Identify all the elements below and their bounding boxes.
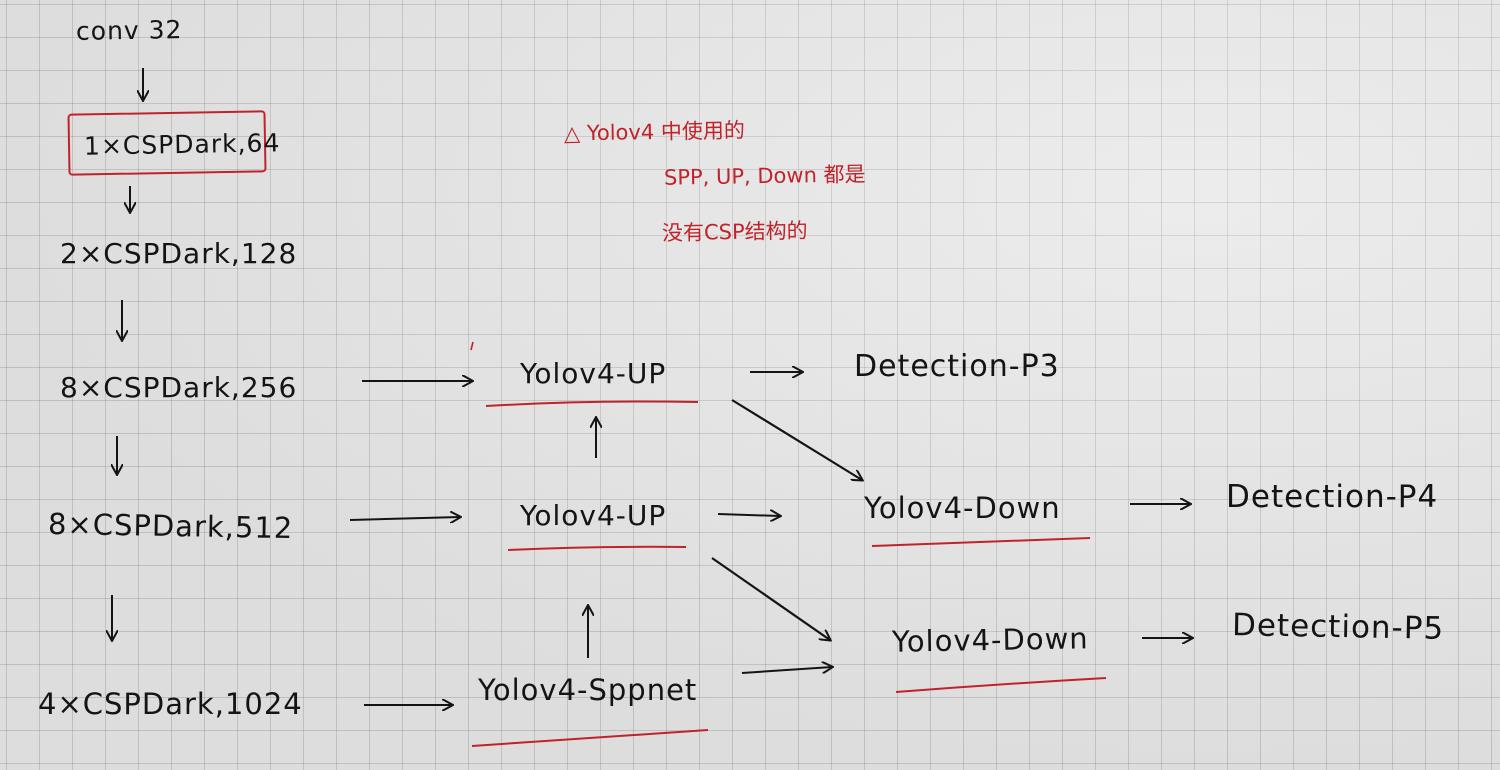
stage2-label: 2×CSPDark,128 [60, 237, 298, 270]
underline-sppnet [471, 729, 709, 747]
stage4-label: 8×CSPDark,512 [47, 506, 294, 546]
detection-p4-label: Detection-P4 [1226, 479, 1439, 515]
arrow-stage4-to-up-mid [349, 517, 460, 520]
note-line-2: SPP, UP, Down 都是 [663, 162, 866, 190]
note-line-1: △ Yolov4 中使用的 [563, 118, 746, 146]
arrow-up-mid-to-down-mid [717, 514, 780, 516]
sppnet-label: Yolov4-Sppnet [478, 673, 698, 707]
down-bottom-label: Yolov4-Down [891, 621, 1089, 659]
stage5-label: 4×CSPDark,1024 [38, 687, 303, 721]
underline-down-mid [871, 537, 1091, 547]
underline-down-bottom [895, 677, 1107, 693]
up-top-label: Yolov4-UP [520, 357, 667, 390]
arrow-sppnet-to-down-bottom [741, 667, 832, 674]
underline-up-mid [507, 545, 687, 551]
detection-p3-label: Detection-P3 [854, 349, 1060, 384]
red-tick-mark [470, 341, 474, 351]
stage1-label: 1×CSPDark,64 [83, 128, 281, 161]
down-mid-label: Yolov4-Down [864, 491, 1061, 525]
underline-up-top [485, 400, 699, 407]
conv-label: conv 32 [75, 15, 183, 46]
up-mid-label: Yolov4-UP [520, 499, 667, 532]
note-line-3: 没有CSP结构的 [661, 218, 808, 246]
arrow-up-top-to-down-mid [731, 399, 862, 480]
detection-p5-label: Detection-P5 [1231, 607, 1445, 647]
stage3-label: 8×CSPDark,256 [60, 371, 298, 404]
arrow-up-mid-to-down-bottom [711, 557, 830, 640]
